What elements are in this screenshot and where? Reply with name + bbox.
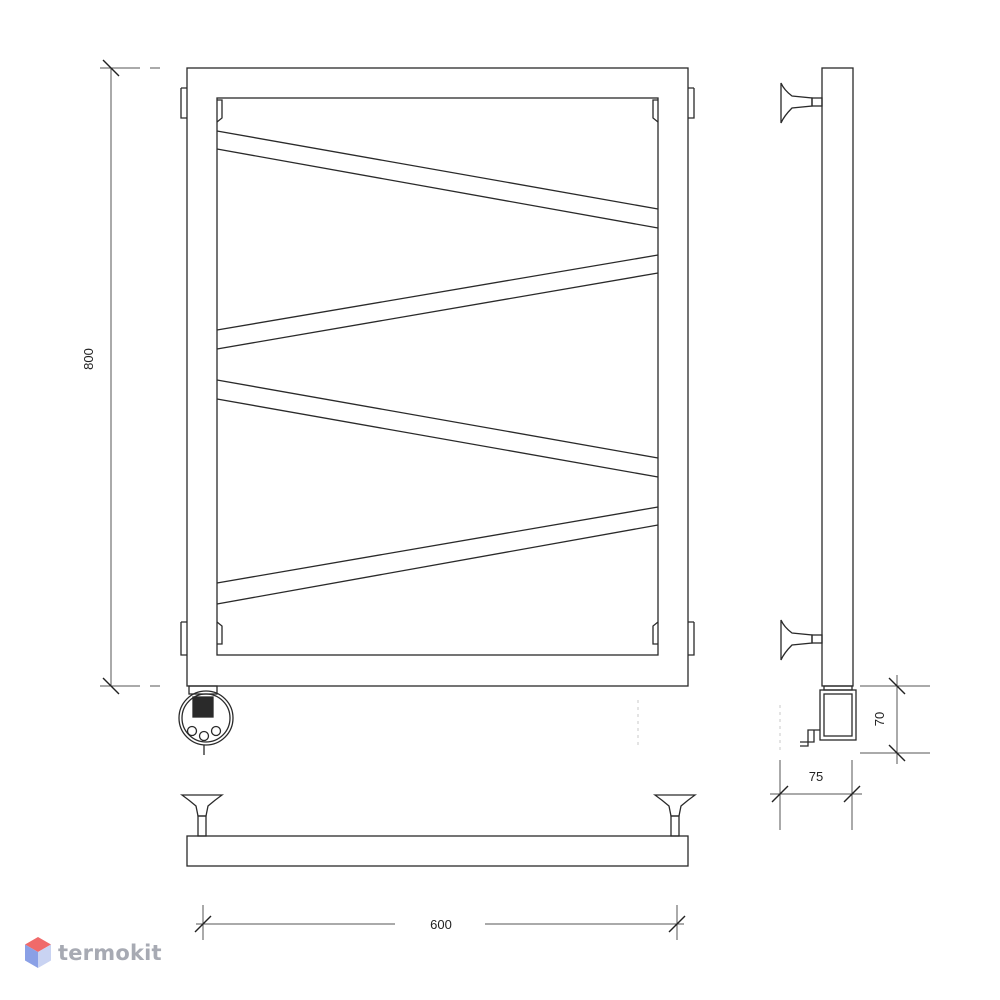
- side-view: [780, 67, 857, 747]
- unit-height-dimension-label: 70: [872, 712, 887, 726]
- diagonal-bars: [216, 130, 659, 605]
- top-bracket-right: [652, 794, 698, 837]
- controller-body: [178, 690, 234, 746]
- bracket-bottom-left-inner: [216, 621, 223, 645]
- width-tick-left: [194, 915, 212, 933]
- depth-dimension: [770, 760, 862, 830]
- guide-lines: [637, 700, 781, 750]
- controller-button-center: [198, 730, 210, 742]
- side-bracket-bottom: [780, 619, 823, 661]
- controller-button-right: [210, 725, 222, 737]
- front-brackets: [180, 87, 695, 656]
- height-tick-top: [102, 59, 120, 77]
- depth-tick-left: [771, 785, 789, 803]
- depth-tick-right: [843, 785, 861, 803]
- side-heater-inner: [823, 693, 853, 737]
- bracket-top-right: [688, 87, 695, 119]
- height-tick-bottom: [102, 677, 120, 695]
- side-heater-cable: [800, 729, 820, 747]
- brand-watermark: termokit: [24, 936, 162, 970]
- side-bracket-bottom-flange: [780, 619, 813, 661]
- bar-4-edge-bottom: [216, 524, 659, 605]
- top-bracket-right-arm: [670, 815, 680, 837]
- bar-1-edge-bottom: [216, 148, 659, 229]
- bracket-bottom-right: [688, 621, 695, 656]
- height-dimension-label: 800: [81, 348, 96, 370]
- bar-3-edge-top: [216, 379, 659, 459]
- side-heater-box: [819, 689, 857, 741]
- bar-2-edge-top: [216, 254, 659, 331]
- top-bracket-left-flange: [179, 794, 225, 817]
- bracket-bottom-right-inner: [652, 621, 659, 645]
- side-bracket-top-arm: [811, 97, 823, 107]
- width-tick-right: [668, 915, 686, 933]
- width-dimension: [194, 905, 686, 940]
- controller-display: [192, 696, 214, 718]
- side-bracket-top: [780, 82, 823, 124]
- heating-controller: [178, 685, 234, 755]
- side-profile: [821, 67, 854, 687]
- side-bracket-top-flange: [780, 82, 813, 124]
- width-dimension-label: 600: [430, 917, 452, 932]
- depth-dimension-label: 75: [809, 769, 823, 784]
- unit-height-dimension: [860, 675, 930, 764]
- front-view: [178, 67, 695, 755]
- controller-button-left: [186, 725, 198, 737]
- controller-connector: [188, 685, 218, 695]
- bracket-top-left: [180, 87, 187, 119]
- outer-frame: [186, 67, 689, 687]
- unit-height-tick-bottom: [888, 744, 906, 762]
- side-heating-element: [800, 685, 857, 747]
- brand-logo-icon: [25, 937, 51, 968]
- bar-1-edge-top: [216, 130, 659, 210]
- top-profile: [186, 835, 689, 867]
- bar-4-edge-top: [216, 506, 659, 584]
- top-bracket-right-flange: [652, 794, 698, 817]
- controller-ring: [181, 693, 231, 743]
- unit-height-tick-top: [888, 677, 906, 695]
- bracket-bottom-left: [180, 621, 187, 656]
- bracket-top-right-inner: [652, 99, 659, 123]
- bar-2-edge-bottom: [216, 272, 659, 350]
- top-bracket-left: [179, 794, 225, 837]
- side-heater-connector: [823, 685, 853, 691]
- side-bracket-bottom-arm: [811, 634, 823, 644]
- top-bracket-left-arm: [197, 815, 207, 837]
- brand-name: termokit: [58, 941, 162, 965]
- bracket-top-left-inner: [216, 99, 223, 123]
- top-view: [179, 794, 698, 867]
- bar-3-edge-bottom: [216, 398, 659, 478]
- inner-frame: [216, 97, 659, 656]
- height-dimension: [100, 59, 160, 695]
